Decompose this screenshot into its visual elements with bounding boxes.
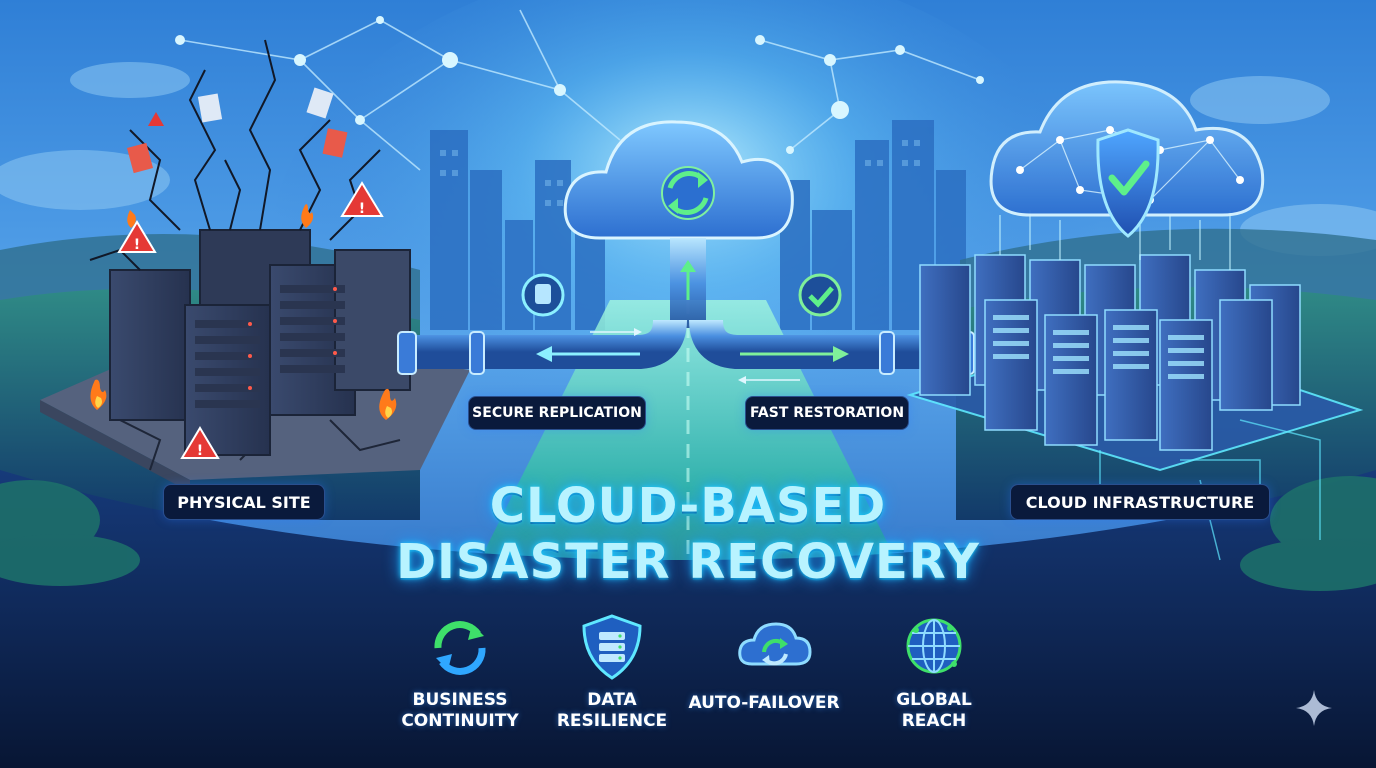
headline: CLOUD-BASED DISASTER RECOVERY xyxy=(300,478,1076,590)
feature-data-resilience: DATA RESILIENCE xyxy=(512,690,712,732)
svg-text:!: ! xyxy=(134,237,140,253)
sync-arrows-icon xyxy=(434,621,486,675)
headline-line-2: DISASTER RECOVERY xyxy=(396,534,980,590)
feature-label-line-2: REACH xyxy=(901,711,967,731)
feature-label-line-2: RESILIENCE xyxy=(556,711,668,731)
secure-replication-label: SECURE REPLICATION xyxy=(468,396,646,430)
feature-label-line-1: BUSINESS xyxy=(412,690,508,710)
feature-auto-failover: AUTO-FAILOVER xyxy=(664,693,864,714)
cloud-sync-icon xyxy=(738,622,812,666)
feature-label-line-1: GLOBAL xyxy=(896,690,972,710)
svg-text:!: ! xyxy=(197,443,203,459)
fast-restoration-label: FAST RESTORATION xyxy=(745,396,909,430)
shield-server-icon xyxy=(582,614,642,680)
feature-label-line-2: CONTINUITY xyxy=(401,711,519,731)
headline-line-1: CLOUD-BASED xyxy=(489,478,887,534)
feature-label-line-1: DATA xyxy=(587,690,637,710)
feature-global-reach: GLOBAL REACH xyxy=(834,690,1034,732)
svg-text:!: ! xyxy=(359,201,365,217)
sparkle-icon xyxy=(1296,690,1332,726)
globe-network-icon xyxy=(906,618,962,674)
cloud-infrastructure-label: CLOUD INFRASTRUCTURE xyxy=(1010,484,1270,520)
feature-business-continuity: BUSINESS CONTINUITY xyxy=(360,690,560,732)
feature-label-line-1: AUTO-FAILOVER xyxy=(688,693,840,713)
physical-site-label: PHYSICAL SITE xyxy=(163,484,325,520)
